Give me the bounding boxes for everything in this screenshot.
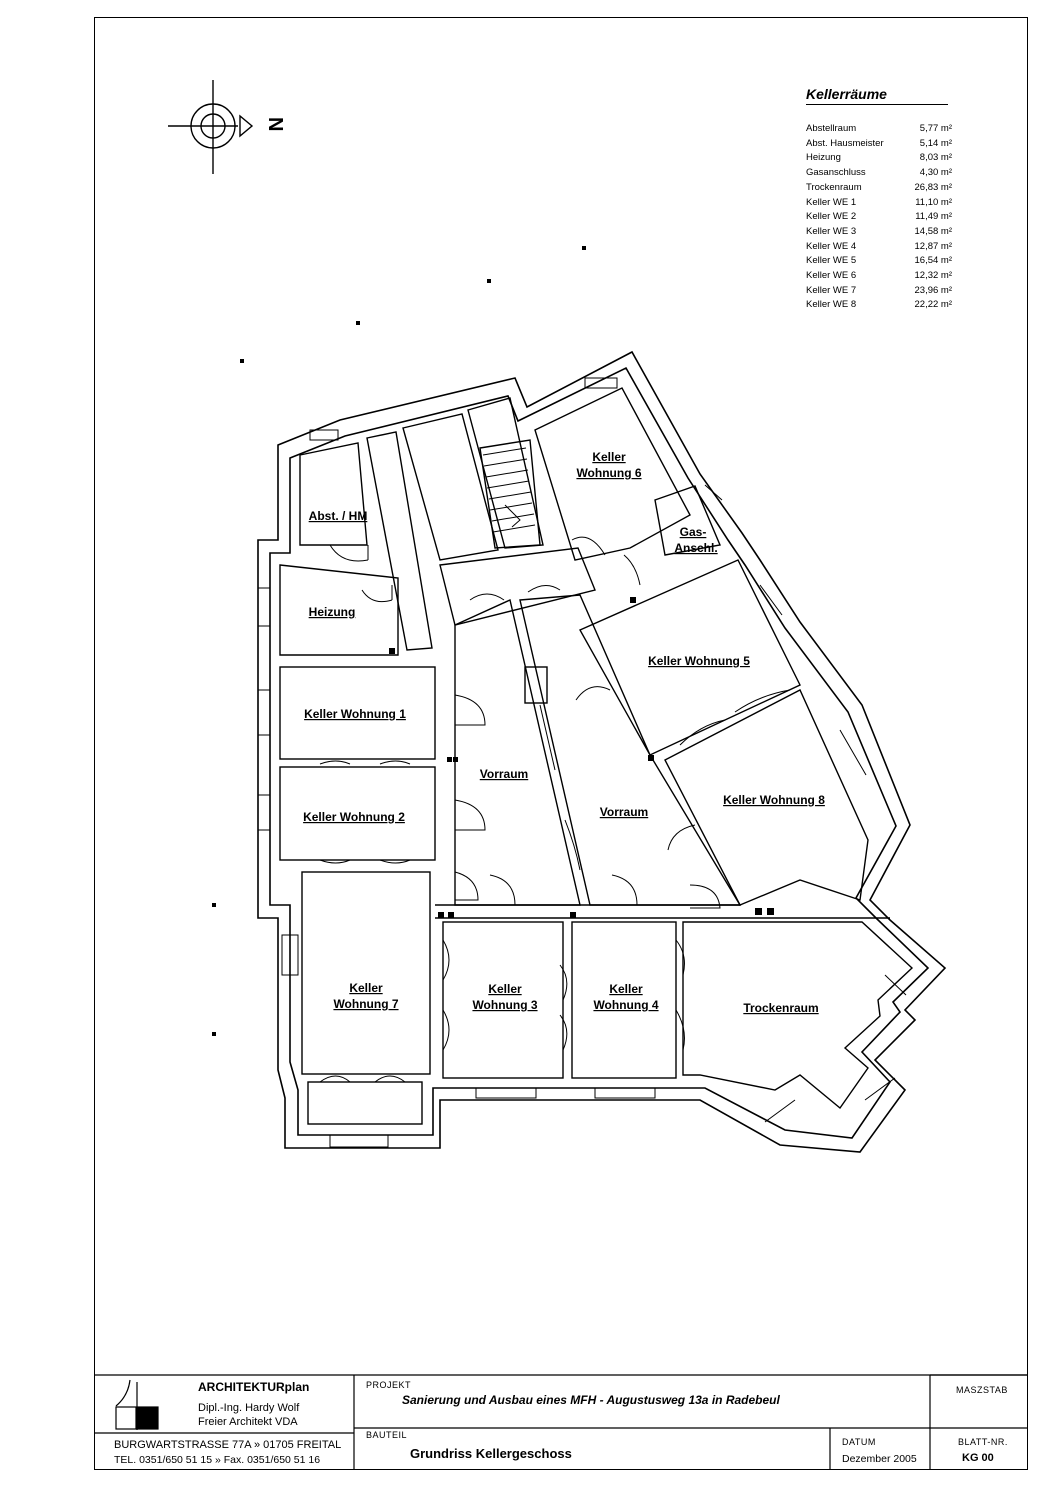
legend-row: Keller WE 4 12,87 m² — [806, 240, 952, 255]
legend-room-area: 5,77 m² — [919, 123, 952, 134]
legend-row: Abstellraum 5,77 m² — [806, 122, 952, 137]
legend-row: Keller WE 7 23,96 m² — [806, 284, 952, 299]
legend-row: Keller WE 5 16,54 m² — [806, 254, 952, 269]
legend-room-name: Trockenraum — [806, 181, 862, 193]
north-arrow-icon — [168, 80, 254, 174]
projekt-label: PROJEKT — [366, 1380, 412, 1390]
legend-row: Keller WE 8 22,22 m² — [806, 298, 952, 313]
legend-room-name: Gasanschluss — [806, 167, 866, 179]
room-label-keller7-line2: Wohnung 7 — [333, 997, 398, 1011]
room-label-vorraum-left: Vorraum — [480, 767, 528, 781]
legend-room-name: Keller WE 5 — [806, 255, 857, 267]
legend-row: Keller WE 3 14,58 m² — [806, 225, 952, 240]
legend-row: Gasanschluss 4,30 m² — [806, 166, 952, 181]
room-label-keller4-line2: Wohnung 4 — [593, 998, 658, 1012]
legend-room-area: 11,49 m² — [915, 211, 952, 223]
datum-label: DATUM — [842, 1437, 876, 1447]
door-swings — [319, 536, 791, 1083]
legend-room-area: 14,58 m² — [914, 225, 953, 237]
datum-value: Dezember 2005 — [842, 1453, 917, 1465]
blatt-value: KG 00 — [962, 1452, 994, 1464]
legend-row: Heizung 8,03 m² — [806, 151, 952, 166]
drawing-frame — [94, 17, 1028, 1470]
legend-row: Trockenraum 26,83 m² — [806, 181, 952, 196]
legend-room-area: 11,10 m² — [915, 196, 952, 208]
north-label: N — [264, 117, 286, 131]
architect-title: Freier Architekt VDA — [198, 1416, 298, 1428]
room-label-gas-line2: Anschl. — [674, 541, 717, 555]
legend-room-name: Abstellraum — [806, 123, 857, 134]
room-label-keller3-line2: Wohnung 3 — [472, 998, 537, 1012]
room-label-keller1: Keller Wohnung 1 — [304, 707, 406, 721]
column-markers — [389, 597, 774, 918]
windows — [257, 377, 907, 1148]
legend-room-area: 22,22 m² — [914, 299, 953, 311]
legend-room-area: 5,14 m² — [919, 137, 952, 149]
legend-room-name: Keller WE 2 — [806, 211, 857, 223]
projekt-title: Sanierung und Ausbau eines MFH - Augustu… — [402, 1393, 780, 1407]
legend-room-name: Keller WE 4 — [806, 240, 857, 252]
legend-room-name: Keller WE 7 — [806, 284, 857, 296]
company-name: ARCHITEKTURplan — [198, 1380, 310, 1394]
legend-room-area: 8,03 m² — [919, 152, 952, 164]
legend-room-name: Keller WE 3 — [806, 225, 857, 237]
legend-room-area: 16,54 m² — [914, 255, 953, 267]
legend-row: Keller WE 1 11,10 m² — [806, 196, 952, 211]
legend-room-name: Abst. Hausmeister — [806, 137, 884, 149]
legend-room-area: 23,96 m² — [914, 284, 953, 296]
legend-room-area: 26,83 m² — [914, 181, 953, 193]
legend-room-name: Keller WE 1 — [806, 196, 857, 208]
title-block-frame — [94, 1374, 1028, 1470]
legend-row: Keller WE 6 12,32 m² — [806, 269, 952, 284]
room-label-keller3-line1: Keller — [488, 982, 522, 996]
blatt-label: BLATT-NR. — [958, 1437, 1008, 1447]
bauteil-title: Grundriss Kellergeschoss — [410, 1446, 572, 1461]
room-label-gas-line1: Gas- — [680, 525, 707, 539]
legend-room-name: Keller WE 6 — [806, 270, 857, 282]
bauteil-label: BAUTEIL — [366, 1430, 408, 1440]
room-label-vorraum-right: Vorraum — [600, 805, 648, 819]
exterior-wall — [257, 350, 947, 1153]
area-legend: Abstellraum 5,77 m² Abst. Hausmeister 5,14 … — [806, 122, 952, 313]
massstab-label: MASZSTAB — [956, 1385, 1008, 1395]
survey-points — [212, 246, 586, 1036]
legend-title: Kellerräume — [806, 86, 948, 105]
room-label-keller7-line1: Keller — [349, 981, 383, 995]
room-label-keller6-line1: Keller — [592, 450, 626, 464]
room-labels: Abst. / HM Heizung Keller Wohnung 6 Gas-… — [303, 450, 825, 1015]
legend-room-area: 12,32 m² — [914, 270, 953, 282]
room-label-abst-hm: Abst. / HM — [309, 509, 368, 523]
room-label-keller4-line1: Keller — [609, 982, 643, 996]
room-label-keller2: Keller Wohnung 2 — [303, 810, 405, 824]
room-label-keller6-line2: Wohnung 6 — [576, 466, 641, 480]
room-label-heizung: Heizung — [309, 605, 356, 619]
company-phone: TEL. 0351/650 51 15 » Fax. 0351/650 51 1… — [114, 1454, 321, 1466]
legend-row: Abst. Hausmeister 5,14 m² — [806, 137, 952, 152]
room-label-trockenraum: Trockenraum — [743, 1001, 818, 1015]
company-address: BURGWARTSTRASSE 77A » 01705 FREITAL — [114, 1439, 342, 1451]
room-label-keller5: Keller Wohnung 5 — [648, 654, 750, 668]
interior-walls — [279, 387, 914, 1125]
legend-room-area: 4,30 m² — [919, 167, 952, 179]
legend-row: Keller WE 2 11,49 m² — [806, 210, 952, 225]
legend-room-name: Keller WE 8 — [806, 299, 857, 311]
legend-room-name: Heizung — [806, 152, 841, 164]
architect-name: Dipl.-Ing. Hardy Wolf — [198, 1402, 300, 1414]
legend-room-area: 12,87 m² — [914, 240, 953, 252]
room-label-keller8: Keller Wohnung 8 — [723, 793, 825, 807]
